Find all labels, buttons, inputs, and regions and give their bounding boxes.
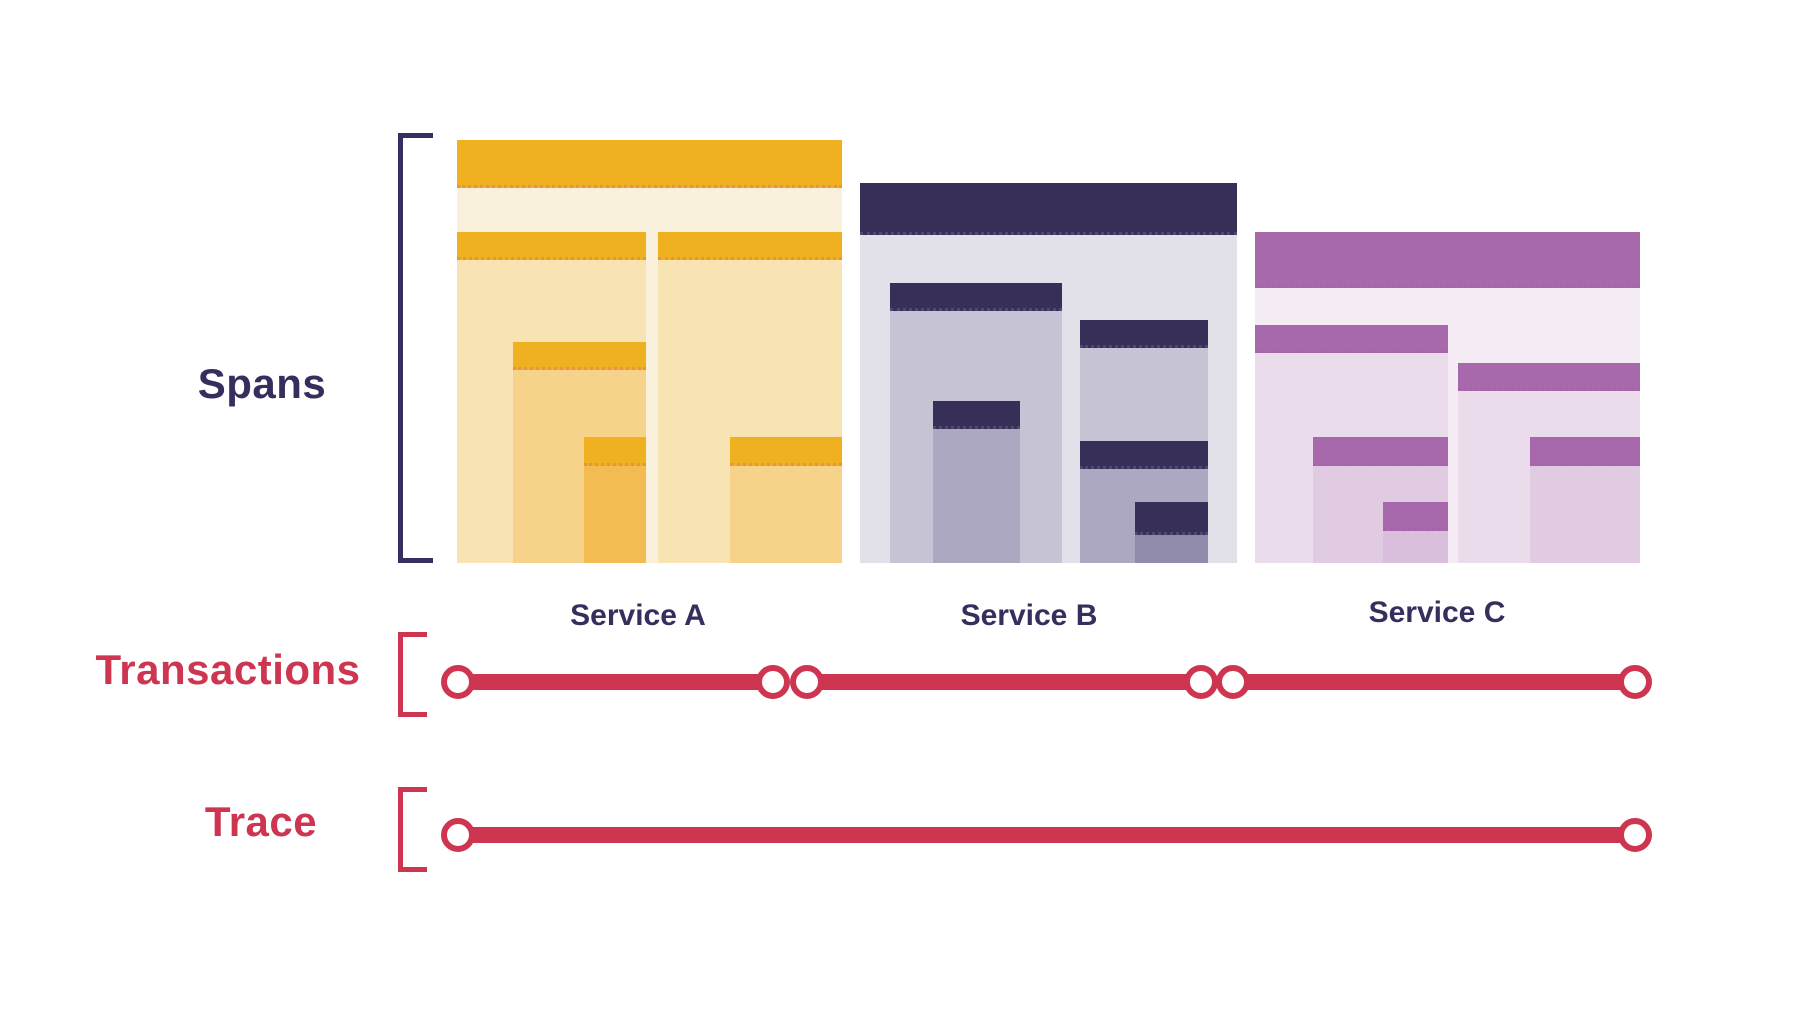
service-a-span-l3-right-header: [730, 437, 842, 466]
trace-start-dot: [441, 818, 475, 852]
service-c-span-l3-right: [1530, 437, 1640, 563]
trace-line: [458, 827, 1635, 843]
transaction-3-end-dot: [1618, 665, 1652, 699]
service-c-spans-block: [1255, 232, 1640, 563]
trace-end-dot: [1618, 818, 1652, 852]
service-c-span-l3-right-header: [1530, 437, 1640, 466]
transaction-2-line: [807, 674, 1201, 690]
service-c-label: Service C: [1368, 596, 1506, 629]
service-b-span-l2-right-header: [1080, 320, 1208, 348]
service-c-span-l2-right-header: [1458, 363, 1640, 391]
transaction-3-line: [1233, 674, 1635, 690]
service-c-span-l3-left-header: [1313, 437, 1448, 466]
transactions-row-label: Transactions: [95, 646, 361, 693]
spans-bracket: [398, 133, 433, 563]
service-c-span-l4: [1383, 502, 1448, 563]
spans-row-label: Spans: [197, 360, 327, 407]
service-b-span-l2-left-header: [890, 283, 1062, 311]
service-a-span-l3-right: [730, 437, 842, 563]
service-a-spans-block: [457, 140, 842, 563]
transaction-2-start-dot: [790, 665, 824, 699]
transaction-1-start-dot: [441, 665, 475, 699]
service-a-span-l2-right-header: [658, 232, 842, 260]
trace-bracket: [398, 787, 427, 872]
transaction-2-end-dot: [1184, 665, 1218, 699]
service-a-span-l3-left-header: [513, 342, 646, 370]
service-c-span-l2-left-header: [1255, 325, 1448, 353]
service-b-span-l3-left-header: [933, 401, 1020, 429]
transactions-bracket: [398, 632, 427, 717]
service-b-span-l3-left: [933, 401, 1020, 563]
trace-row-label: Trace: [204, 798, 318, 845]
service-b-root-span-bar: [860, 183, 1237, 235]
service-c-span-l3-left: [1313, 437, 1448, 563]
service-a-span-l4-header: [584, 437, 646, 466]
service-a-root-span-bar: [457, 140, 842, 188]
service-c-root-span-bar: [1255, 232, 1640, 288]
service-a-label: Service A: [570, 599, 706, 632]
service-b-spans-block: [860, 183, 1237, 563]
service-b-span-l4: [1135, 502, 1208, 563]
transaction-1-line: [458, 674, 773, 690]
service-a-span-l2-left-header: [457, 232, 646, 260]
transaction-3-start-dot: [1216, 665, 1250, 699]
transaction-1-end-dot: [756, 665, 790, 699]
service-c-span-l4-header: [1383, 502, 1448, 531]
service-b-span-l3-right-header: [1080, 441, 1208, 469]
service-b-span-l4-header: [1135, 502, 1208, 535]
service-a-span-l4: [584, 437, 646, 563]
service-b-label: Service B: [960, 599, 1098, 632]
